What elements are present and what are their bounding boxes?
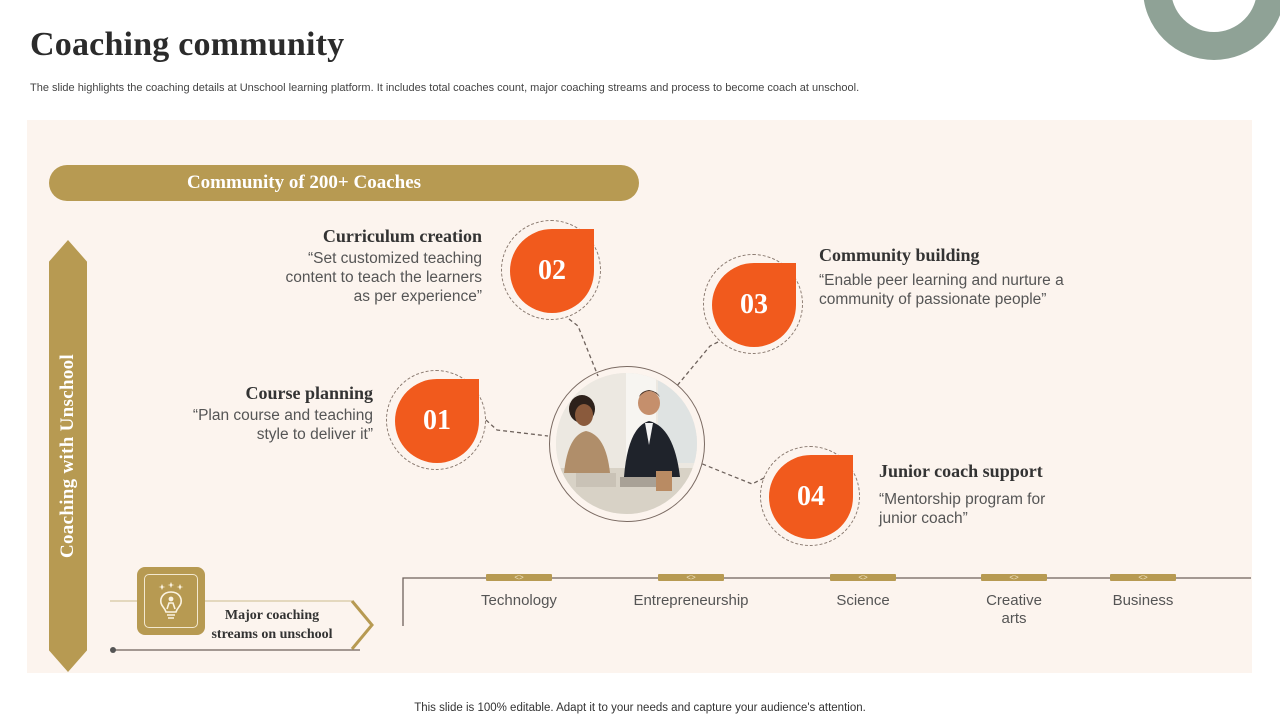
- stream-item-creative-arts: Creative arts: [954, 592, 1074, 628]
- step-02-text-line-2: content to teach the learners: [285, 269, 482, 286]
- stream-base-dot: [110, 647, 116, 653]
- center-photo-ring: [549, 366, 705, 522]
- coaching-meeting-photo: [556, 373, 697, 514]
- coaches-banner: Community of 200+ Coaches: [49, 165, 639, 201]
- step-03-heading: Community building: [819, 245, 980, 265]
- step-02-number: 02: [538, 255, 566, 286]
- tick-glyph: <>: [858, 573, 868, 582]
- stream-item-label: Science: [836, 592, 890, 609]
- step-03-drop: 03: [712, 263, 796, 347]
- stream-item-label: Technology: [481, 592, 557, 609]
- footer-note: This slide is 100% editable. Adapt it to…: [414, 702, 866, 714]
- step-04-drop: 04: [769, 455, 853, 539]
- step-01-text: “Plan course and teaching style to deliv…: [193, 406, 373, 444]
- step-01-text-line-2: style to deliver it”: [256, 426, 373, 443]
- stream-item-label: Business: [1112, 592, 1174, 609]
- lightbulb-person-icon: [144, 574, 198, 628]
- step-02-heading: Curriculum creation: [322, 226, 482, 246]
- step-02-drop: 02: [510, 229, 594, 313]
- stream-item-entrepreneurship: Entrepreneurship: [621, 592, 761, 610]
- coaches-banner-text: Community of 200+ Coaches: [186, 172, 422, 193]
- page-subtitle: The slide highlights the coaching detail…: [30, 82, 860, 94]
- stream-item-technology: Technology: [459, 592, 579, 610]
- stream-item-label-line-2: arts: [1001, 610, 1027, 627]
- stream-tick-entrepreneurship: <>: [658, 573, 724, 582]
- streams-label: Major coaching streams on unschool: [192, 606, 352, 644]
- step-03-text-line-2: community of passionate people”: [819, 291, 1047, 308]
- tick-glyph: <>: [1009, 573, 1019, 582]
- step-01-heading: Course planning: [245, 383, 373, 403]
- step-03-text: “Enable peer learning and nurture a comm…: [819, 271, 1064, 309]
- step-02-marker: 02: [501, 220, 601, 320]
- stream-timeline: [402, 577, 1251, 626]
- step-04-number: 04: [797, 481, 825, 512]
- stream-item-label: Entrepreneurship: [633, 592, 749, 609]
- step-04-marker: 04: [760, 446, 860, 546]
- step-01-text-line-1: “Plan course and teaching: [192, 407, 373, 424]
- step-02-text-line-1: “Set customized teaching: [307, 250, 482, 267]
- connector-04: [699, 462, 765, 485]
- step-02-text: “Set customized teaching content to teac…: [286, 249, 482, 306]
- side-label-bar: [49, 240, 87, 672]
- step-04-text-line-1: “Mentorship program for: [879, 491, 1046, 508]
- connector-01: [485, 419, 549, 437]
- step-04-text: “Mentorship program for junior coach”: [879, 490, 1045, 528]
- stream-tick-technology: <>: [486, 573, 552, 582]
- connector-03: [675, 341, 719, 388]
- stream-tick-business: <>: [1110, 573, 1176, 582]
- tick-glyph: <>: [686, 573, 696, 582]
- page-title: Coaching community: [30, 26, 345, 63]
- step-03-marker: 03: [703, 254, 803, 354]
- tick-glyph: <>: [1138, 573, 1148, 582]
- stream-item-science: Science: [803, 592, 923, 610]
- stream-icon-box: [137, 567, 205, 635]
- step-01-marker: 01: [386, 370, 486, 470]
- step-01-drop: 01: [395, 379, 479, 463]
- step-01-number: 01: [423, 405, 451, 436]
- streams-label-line-1: Major coaching: [224, 608, 320, 623]
- stream-item-business: Business: [1083, 592, 1203, 610]
- stream-item-label: Creative: [986, 592, 1042, 609]
- step-02-text-line-3: as per experience”: [353, 288, 482, 305]
- stream-tick-science: <>: [830, 573, 896, 582]
- step-04-heading: Junior coach support: [879, 461, 1043, 481]
- stream-arrow: [350, 600, 374, 650]
- streams-label-line-2: streams on unschool: [211, 627, 333, 642]
- step-03-number: 03: [740, 289, 768, 320]
- stream-tick-creative-arts: <>: [981, 573, 1047, 582]
- connector-02: [568, 318, 599, 377]
- tick-glyph: <>: [514, 573, 524, 582]
- step-03-text-line-1: “Enable peer learning and nurture a: [819, 272, 1064, 289]
- step-04-text-line-2: junior coach”: [879, 510, 968, 527]
